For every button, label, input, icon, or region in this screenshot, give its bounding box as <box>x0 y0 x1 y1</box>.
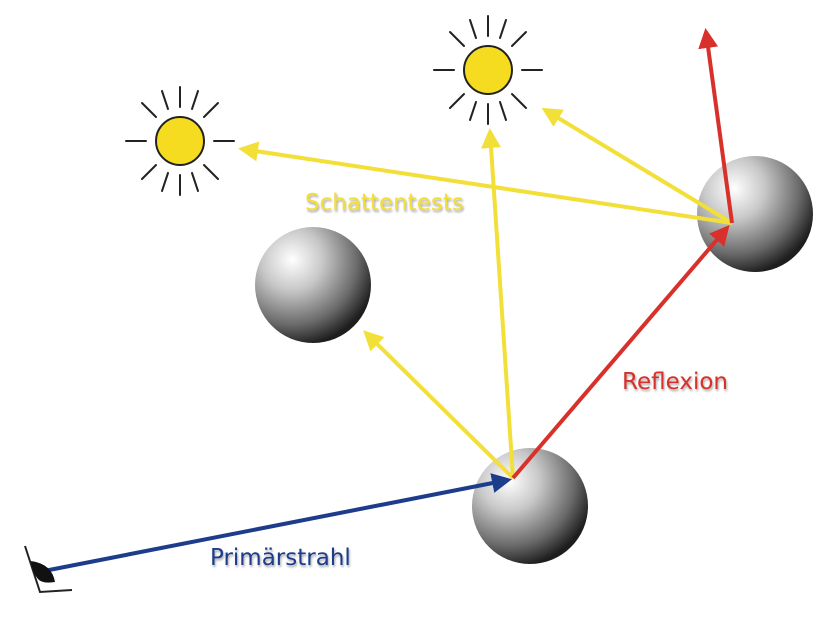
reflection-ray-2 <box>698 28 734 224</box>
sphere-left <box>255 227 371 343</box>
reflection-ray <box>511 224 730 480</box>
primary-ray-label: Primärstrahl <box>210 545 351 571</box>
sphere-bottom <box>472 448 588 564</box>
eye-icon <box>24 545 73 594</box>
shadow-ray-to-upper-sun-2 <box>541 107 734 225</box>
reflection-label: Reflexion <box>622 369 728 395</box>
reflection-rays <box>511 28 734 480</box>
shadow-ray-to-left-sun <box>238 141 733 225</box>
primary-ray <box>43 473 512 573</box>
shadow-ray-to-upper-sun <box>481 128 515 479</box>
shadow-ray-to-left-sphere <box>363 330 515 480</box>
shadow-tests-label: Schattentests <box>305 190 464 216</box>
sun-icon <box>125 86 235 196</box>
sun-icon <box>433 15 543 125</box>
shadow-rays <box>238 107 734 480</box>
